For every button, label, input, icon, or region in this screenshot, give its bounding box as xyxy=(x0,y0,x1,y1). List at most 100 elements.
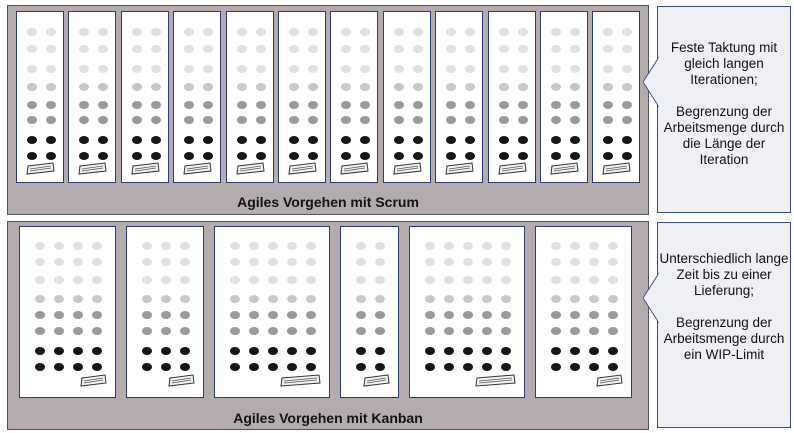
work-item-dot xyxy=(268,347,278,355)
work-item-dot xyxy=(608,311,618,319)
work-item-dot xyxy=(161,327,171,335)
work-item-dot xyxy=(27,101,37,109)
work-item-dot xyxy=(444,295,454,303)
work-item-dot xyxy=(287,311,297,319)
work-item-dot xyxy=(412,28,423,36)
work-item-dot xyxy=(255,101,266,109)
work-item-dot xyxy=(203,152,214,160)
iteration-lane xyxy=(225,11,274,183)
work-item-dot xyxy=(501,276,511,284)
work-item-dot xyxy=(73,347,83,355)
work-item-dot xyxy=(184,152,195,160)
work-item-dot xyxy=(603,28,614,36)
work-item-dot xyxy=(446,116,457,124)
work-item-dot xyxy=(308,116,318,124)
work-item-dot xyxy=(463,242,473,250)
work-item-dot xyxy=(150,45,161,53)
work-item-dot xyxy=(308,45,318,53)
work-item-dot xyxy=(444,311,454,319)
work-item-dot xyxy=(551,152,561,160)
work-item-dot xyxy=(425,295,435,303)
work-item-dot xyxy=(255,136,266,144)
work-item-dot xyxy=(393,28,404,36)
package-icon xyxy=(596,374,623,387)
work-item-dot xyxy=(444,258,454,266)
work-item-dot xyxy=(498,152,509,160)
work-item-dot xyxy=(79,28,90,36)
work-item-dot xyxy=(356,242,366,250)
work-item-dot xyxy=(425,363,435,371)
work-item-dot xyxy=(465,65,476,73)
work-item-dot xyxy=(446,28,457,36)
work-item-dot xyxy=(589,363,599,371)
work-item-dot xyxy=(150,101,161,109)
work-item-dot xyxy=(608,327,618,335)
work-item-dot xyxy=(589,311,599,319)
work-item-dot xyxy=(375,295,385,303)
work-item-dot xyxy=(425,258,435,266)
work-item-dot xyxy=(289,83,299,91)
work-item-dot xyxy=(306,276,316,284)
work-item-dot xyxy=(603,65,614,73)
work-item-dot xyxy=(98,83,109,91)
work-item-dot xyxy=(35,311,45,319)
work-item-dot xyxy=(603,136,614,144)
work-item-dot xyxy=(249,363,259,371)
work-item-dot xyxy=(255,116,266,124)
work-item-dot xyxy=(446,65,457,73)
work-item-dot xyxy=(589,276,599,284)
work-item-dot xyxy=(465,116,476,124)
work-item-dot xyxy=(27,152,37,160)
work-item-dot xyxy=(393,83,404,91)
work-item-dot xyxy=(142,276,152,284)
work-item-dot xyxy=(375,276,385,284)
work-item-dot xyxy=(150,83,161,91)
work-item-dot xyxy=(161,363,171,371)
package-icon xyxy=(280,374,321,387)
work-item-dot xyxy=(465,83,476,91)
package-icon xyxy=(602,162,631,175)
work-item-dot xyxy=(341,83,352,91)
work-item-dot xyxy=(589,327,599,335)
work-item-dot xyxy=(180,242,190,250)
work-item-dot xyxy=(54,363,64,371)
work-item-dot xyxy=(73,295,83,303)
work-item-dot xyxy=(230,258,240,266)
work-item-dot xyxy=(308,152,318,160)
work-item-dot xyxy=(622,65,633,73)
work-item-dot xyxy=(184,101,195,109)
work-item-dot xyxy=(570,311,580,319)
work-item-dot xyxy=(622,45,633,53)
work-item-dot xyxy=(306,258,316,266)
work-item-dot xyxy=(92,311,102,319)
work-item-dot xyxy=(622,136,633,144)
work-item-dot xyxy=(551,65,561,73)
work-item-dot xyxy=(54,311,64,319)
work-item-dot xyxy=(375,242,385,250)
scrum-panel: Agiles Vorgehen mit Scrum xyxy=(7,5,649,215)
work-item-dot xyxy=(306,347,316,355)
work-item-dot xyxy=(79,83,90,91)
work-item-dot xyxy=(249,242,259,250)
work-item-dot xyxy=(230,327,240,335)
work-item-dot xyxy=(465,28,476,36)
work-item-dot xyxy=(79,136,90,144)
work-item-dot xyxy=(375,258,385,266)
work-item-dot xyxy=(444,347,454,355)
work-item-dot xyxy=(570,295,580,303)
work-item-dot xyxy=(622,101,633,109)
work-item-dot xyxy=(98,28,109,36)
work-item-dot xyxy=(498,116,509,124)
iteration-lane xyxy=(382,11,431,183)
work-item-dot xyxy=(27,116,37,124)
iteration-lane xyxy=(409,226,525,398)
work-item-dot xyxy=(498,136,509,144)
work-item-dot xyxy=(608,242,618,250)
iteration-lane xyxy=(16,11,64,183)
work-item-dot xyxy=(551,311,561,319)
work-item-dot xyxy=(92,276,102,284)
work-item-dot xyxy=(360,28,371,36)
work-item-dot xyxy=(249,347,259,355)
package-icon xyxy=(475,374,516,387)
work-item-dot xyxy=(375,347,385,355)
